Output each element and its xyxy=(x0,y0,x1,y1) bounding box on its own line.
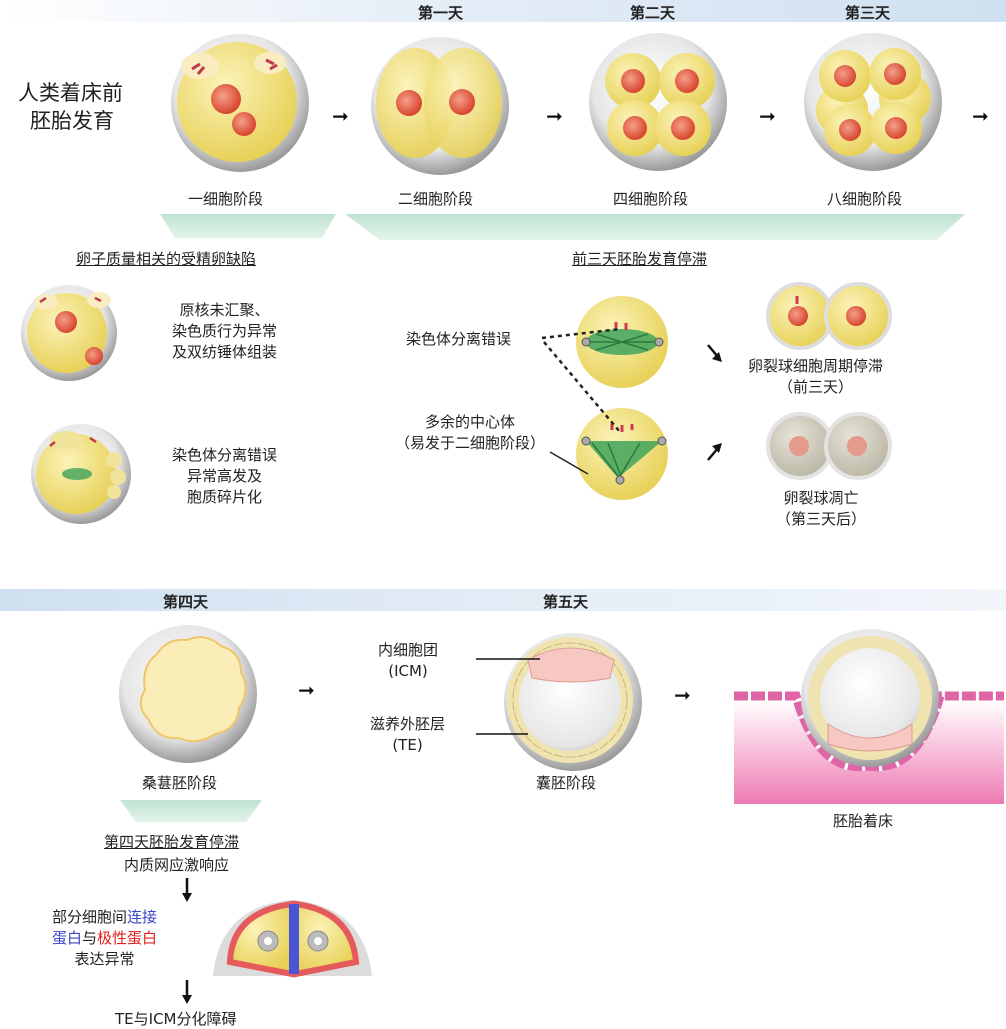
stage-eight-cell: 八细胞阶段 xyxy=(827,190,903,208)
connexin-line-2: 蛋白与极性蛋白 xyxy=(52,928,157,949)
four-cell-embryo xyxy=(589,33,727,171)
title-line-2: 胚胎发育 xyxy=(30,109,114,133)
defect-1-line-3: 及双纺锤体组装 xyxy=(172,343,278,361)
day-2-label: 第二天 xyxy=(630,4,676,22)
extra-centrosome-cell xyxy=(576,408,668,500)
apoptosis-line-2: （第三天后） xyxy=(776,510,867,528)
missegregation-cell xyxy=(576,296,668,388)
connexin-text-a: 部分细胞间 xyxy=(52,908,128,926)
one-cell-embryo xyxy=(171,34,309,172)
stage-morula: 桑葚胚阶段 xyxy=(142,774,218,792)
day-1-label: 第一天 xyxy=(418,4,464,22)
apoptosis-line-1: 卵裂球凋亡 xyxy=(783,489,859,507)
cycle-arrest-blastomeres xyxy=(766,282,892,350)
diagram-title: 人类着床前 胚胎发育 xyxy=(18,79,123,135)
stage-blastocyst: 囊胚阶段 xyxy=(536,774,597,792)
te-label: 滋养外胚层 (TE) xyxy=(370,714,445,756)
blastocyst-embryo xyxy=(504,633,642,771)
arrow-right-2: ➞ xyxy=(546,104,563,128)
timeline-band-top xyxy=(0,0,1006,22)
missegregation-pointer-2 xyxy=(543,341,621,433)
arrow-right-3: ➞ xyxy=(759,104,776,128)
defect-1-text: 原核未汇聚、 染色质行为异常 及双纺锤体组装 xyxy=(172,300,277,363)
day4-arrest-shelf xyxy=(120,800,262,822)
centrosome-label: 多余的中心体 （易发于二细胞阶段） xyxy=(395,412,545,454)
defect-2-line-1: 染色体分离错误 xyxy=(172,446,278,464)
defect-2-line-3: 胞质碎片化 xyxy=(187,488,263,506)
stage-two-cell: 二细胞阶段 xyxy=(398,190,474,208)
arrow-right-6: ➞ xyxy=(674,683,691,707)
cycle-arrest-line-1: 卵裂球细胞周期停滞 xyxy=(748,357,884,375)
centrosome-line-1: 多余的中心体 xyxy=(425,413,516,431)
eight-cell-embryo xyxy=(804,33,942,171)
implantation-scene xyxy=(734,629,1004,804)
connexin-polarity-label: 部分细胞间连接 蛋白与极性蛋白 表达异常 xyxy=(52,907,157,970)
apoptotic-blastomeres xyxy=(766,412,892,480)
missegregation-label: 染色体分离错误 xyxy=(406,330,512,348)
centrosome-line-2: （易发于二细胞阶段） xyxy=(395,434,546,452)
polarity-cell-pair xyxy=(213,900,372,978)
icm-line-1: 内细胞团 xyxy=(378,641,439,659)
day-4-label: 第四天 xyxy=(163,593,209,611)
day4-arrest-header: 第四天胚胎发育停滞 xyxy=(104,833,240,851)
polarity-text: 极性蛋白 xyxy=(97,929,158,947)
early-arrest-shelf xyxy=(345,214,965,240)
defect-1-line-2: 染色质行为异常 xyxy=(172,322,278,340)
connexin-text-b: 连接 xyxy=(127,908,158,926)
oocyte-defect-header: 卵子质量相关的受精卵缺陷 xyxy=(76,250,257,268)
stage-implantation: 胚胎着床 xyxy=(833,812,894,830)
apoptosis-label: 卵裂球凋亡 （第三天后） xyxy=(776,488,866,530)
defect-2-line-2: 异常高发及 xyxy=(187,467,263,485)
missegregation-pointer xyxy=(541,327,621,340)
defect-embryo-pronuclei xyxy=(21,285,117,381)
defect-embryo-fragmentation xyxy=(31,424,131,524)
differentiation-label: TE与ICM分化障碍 xyxy=(115,1010,237,1028)
defect-1-line-1: 原核未汇聚、 xyxy=(179,301,270,319)
oocyte-defect-shelf xyxy=(160,214,336,238)
day-5-label: 第五天 xyxy=(543,593,589,611)
te-line-1: 滋养外胚层 xyxy=(370,715,446,733)
icm-label: 内细胞团 (ICM) xyxy=(378,640,438,682)
connexin-text-c: 蛋白 xyxy=(52,929,83,947)
morula-embryo xyxy=(119,625,257,763)
er-stress-label: 内质网应激响应 xyxy=(124,856,230,874)
te-line-2: (TE) xyxy=(392,736,423,754)
icm-line-2: (ICM) xyxy=(388,662,428,680)
defect-2-text: 染色体分离错误 异常高发及 胞质碎片化 xyxy=(172,445,277,508)
connexin-line-1: 部分细胞间连接 xyxy=(52,907,157,928)
two-cell-embryo xyxy=(371,37,509,175)
connexin-text-d: 与 xyxy=(82,929,98,947)
title-line-1: 人类着床前 xyxy=(18,81,123,105)
day-3-label: 第三天 xyxy=(845,4,891,22)
arrow-right-5: ➞ xyxy=(298,678,315,702)
cycle-arrest-label: 卵裂球细胞周期停滞 （前三天） xyxy=(748,356,883,398)
stage-one-cell: 一细胞阶段 xyxy=(188,190,264,208)
stage-four-cell: 四细胞阶段 xyxy=(613,190,689,208)
timeline-band-bottom xyxy=(0,589,1006,611)
arrow-right-4: ➞ xyxy=(972,104,989,128)
cycle-arrest-line-2: （前三天） xyxy=(778,378,854,396)
connexin-line-3: 表达异常 xyxy=(74,950,135,968)
arrow-right-1: ➞ xyxy=(332,104,349,128)
early-arrest-header: 前三天胚胎发育停滞 xyxy=(572,250,708,268)
centrosome-pointer xyxy=(549,451,589,475)
